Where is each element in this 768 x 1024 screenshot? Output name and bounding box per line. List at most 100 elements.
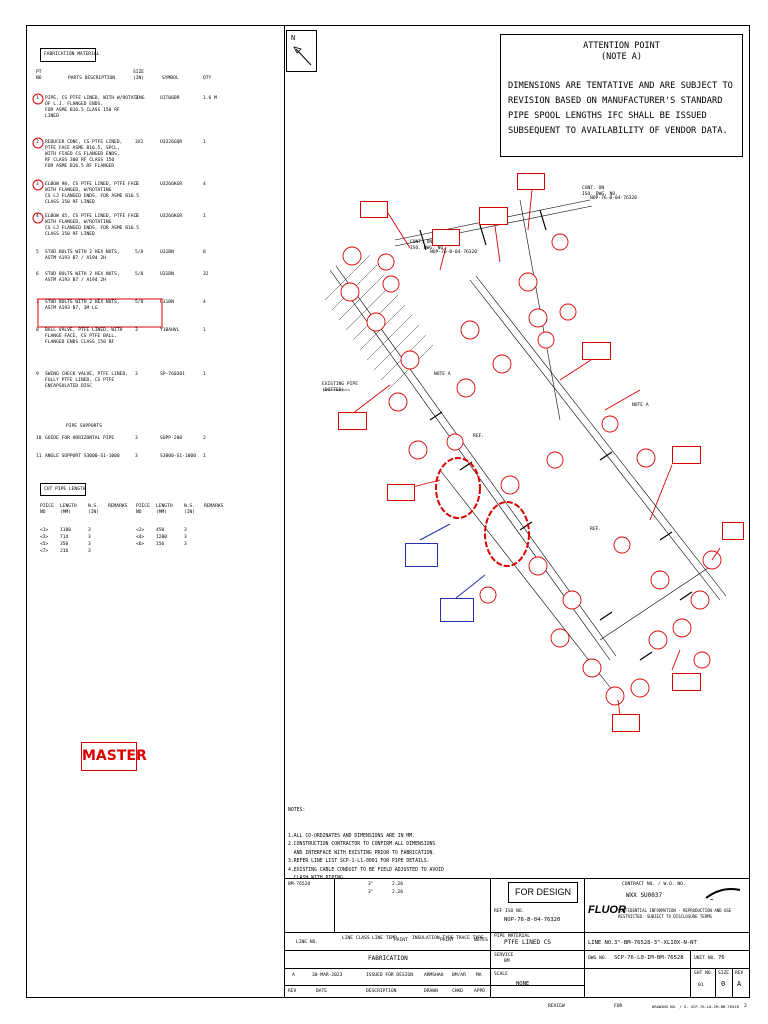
note-line: 3.REFER LINE LIST SCP-1-L1-0001 FOR PIPE… bbox=[288, 859, 430, 864]
tb-col-paint2: PAINT bbox=[440, 938, 454, 943]
cut-cell: 3 bbox=[88, 542, 91, 547]
tb-hdr-appd: APPD bbox=[474, 989, 486, 994]
balloon bbox=[456, 378, 476, 398]
tb-h2 bbox=[284, 950, 584, 951]
tb-fab-title: FABRICATION bbox=[368, 955, 408, 962]
cut-cell: 3 bbox=[88, 535, 91, 540]
material-col-qty: QTY bbox=[203, 76, 212, 81]
fluor-logo: FLUOR bbox=[588, 904, 626, 916]
balloon bbox=[537, 331, 555, 349]
footer-a: REVIEW bbox=[548, 1004, 565, 1009]
material-row-desc: REDUCER CONC, CS PTFE LINED, PTFE FACE A… bbox=[45, 140, 123, 169]
balloon bbox=[382, 275, 400, 293]
material-row-no: 10 bbox=[36, 436, 42, 441]
revision-cloud-1 bbox=[435, 457, 481, 519]
material-row-size: 3 bbox=[135, 436, 138, 441]
revision-cloud-2 bbox=[484, 501, 530, 567]
tb-col-class: LINE CLASS bbox=[342, 936, 370, 941]
conn-label-2: NOP-76-B-04-76320 bbox=[430, 250, 478, 255]
material-row-size: 3 bbox=[135, 96, 138, 101]
material-row-symbol: S3000-S1-1000 bbox=[160, 454, 196, 459]
material-col-symbol: SYMBOL bbox=[162, 76, 179, 81]
for-design-stamp: FOR DESIGN bbox=[508, 882, 578, 903]
tb-v-1 bbox=[490, 878, 491, 998]
red-callout bbox=[479, 207, 508, 225]
note-line: CLASH WITH PIPING. bbox=[288, 875, 444, 884]
blue-callout bbox=[405, 543, 438, 567]
material-row-size: 3X2 bbox=[135, 140, 144, 145]
cut-header-box bbox=[40, 483, 86, 496]
balloon bbox=[528, 308, 548, 328]
material-row-desc: STUD BOLTS WITH 2 HEX NUTS, ASTM A193 B7… bbox=[45, 272, 120, 283]
tb-rev-date: 30-MAR-2023 bbox=[312, 973, 343, 978]
notes-title: NOTES: bbox=[288, 808, 306, 813]
material-row-desc: SWING CHECK VALVE, PTFE LINED, FULLY PTF… bbox=[45, 372, 128, 389]
tb-rev-appd: MA bbox=[476, 973, 482, 978]
flange-marks bbox=[419, 209, 693, 661]
tb-rev-chkd: BM/AR bbox=[452, 973, 466, 978]
balloon bbox=[546, 451, 564, 469]
red-callout bbox=[360, 201, 388, 218]
material-row-symbol: SP-760301 bbox=[160, 372, 185, 377]
material-row-symbol: U3266KGR bbox=[160, 214, 183, 219]
material-header: FABRICATION MATERIAL bbox=[44, 52, 100, 57]
material-row-qty: 4 bbox=[203, 182, 206, 187]
tb-v-line bbox=[334, 878, 335, 932]
cut-col-2: LENGTH (MM) bbox=[60, 504, 77, 515]
drawing-sheet bbox=[26, 25, 750, 998]
sheet-divider bbox=[284, 25, 285, 998]
material-row-size: 3 bbox=[135, 182, 138, 187]
tb-rev-desc: ISSUED FOR DESIGN bbox=[366, 973, 414, 978]
tb-sht-label: SHT NO. bbox=[694, 971, 714, 976]
cont-label-2: CONT. ON ISO. DWG. NO. bbox=[582, 186, 618, 197]
svg-text:~: ~ bbox=[710, 898, 714, 904]
cut-col-7: N.S. (IN) bbox=[184, 504, 196, 515]
tb-service-label: SERVICE bbox=[494, 953, 514, 958]
tb-size-label: SIZE bbox=[718, 971, 730, 976]
tb-ref-iso-label: REF ISO NO. bbox=[494, 909, 525, 914]
balloon bbox=[408, 440, 428, 460]
tb-unit-label: UNIT NO. bbox=[694, 956, 717, 961]
cont-label-1: CONT. ON ISO. DWG. NO. bbox=[410, 240, 446, 251]
cut-cell: 714 bbox=[60, 535, 69, 540]
balloon bbox=[636, 448, 656, 468]
material-row-desc: STUD BOLTS WITH 2 HEX NUTS, ASTM A193 B7… bbox=[45, 250, 120, 261]
north-arrow-box: N bbox=[286, 30, 317, 72]
conn-label-1: NOP-76-B-04-76320 bbox=[590, 196, 638, 201]
balloon bbox=[479, 586, 497, 604]
material-row-no: 8 bbox=[36, 328, 39, 333]
material-row-size: 3 bbox=[135, 372, 138, 377]
red-callout bbox=[338, 412, 367, 430]
tb-top bbox=[284, 878, 750, 879]
red-callout bbox=[517, 173, 545, 190]
balloon bbox=[559, 303, 577, 321]
red-callout bbox=[672, 446, 701, 464]
red-callout bbox=[672, 673, 701, 691]
balloon bbox=[500, 475, 520, 495]
note-a-label-1: NOTE A bbox=[434, 372, 451, 377]
tb-hdr-desc: DESCRIPTION bbox=[366, 989, 397, 994]
material-col-no: PT NO bbox=[36, 70, 42, 81]
balloon bbox=[605, 686, 625, 706]
cut-cell: 1180 bbox=[60, 528, 72, 533]
tb-h1 bbox=[284, 932, 750, 933]
notes-block: NOTES: 1.ALL CO-ORDINATES AND DIMENSIONS… bbox=[288, 790, 444, 892]
material-col-desc: PARTS DESCRIPTION bbox=[68, 76, 116, 81]
balloon bbox=[342, 246, 362, 266]
balloon bbox=[601, 415, 619, 433]
tb-ref-iso-val: NOP-76-B-04-76320 bbox=[504, 917, 561, 923]
material-row-qty: 32 bbox=[203, 272, 209, 277]
tb-len-a: 2.20 bbox=[392, 882, 404, 887]
tb-client-text: CONFIDENTIAL INFORMATION - REPRODUCTION … bbox=[618, 908, 732, 919]
material-row-qty: 1.6 M bbox=[203, 96, 217, 101]
cut-cell: 350 bbox=[60, 542, 69, 547]
tb-unit-val: 76 bbox=[718, 955, 725, 961]
cut-header: CUT PIPE LENGTH bbox=[44, 487, 86, 492]
pipe-run-right-b bbox=[475, 275, 727, 597]
material-row-symbol: U3266KGR bbox=[160, 182, 183, 187]
tb-len-b: 2.20 bbox=[392, 890, 404, 895]
attention-title: ATTENTION POINT bbox=[583, 41, 660, 51]
material-row-no: 7 bbox=[36, 300, 39, 305]
cut-cell: 3 bbox=[184, 542, 187, 547]
